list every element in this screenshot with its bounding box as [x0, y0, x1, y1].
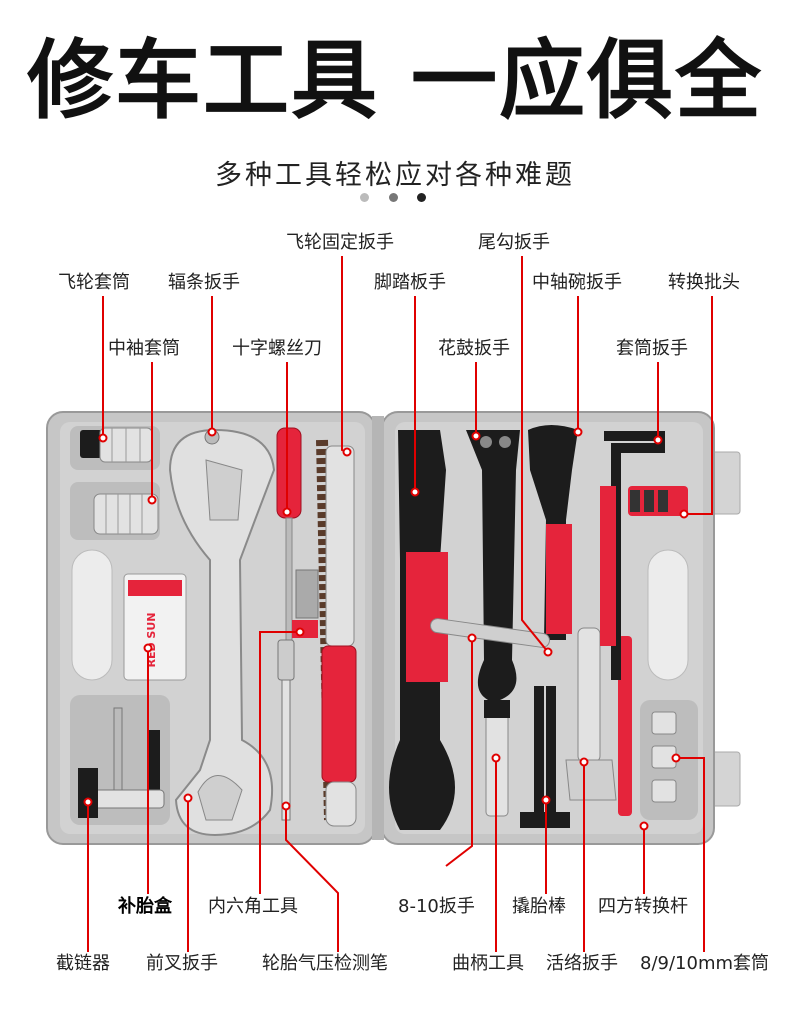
flywheel-fix-wrench-tool — [316, 439, 357, 827]
label-crank-tool: 曲柄工具 — [452, 953, 524, 974]
leader-tire-gauge — [285, 806, 339, 952]
label-socket-wrench: 套筒扳手 — [616, 338, 688, 359]
label-spoke-wrench: 辐条扳手 — [168, 272, 240, 293]
label-hub-wrench: 花鼓扳手 — [438, 338, 510, 359]
label-hook-wrench: 尾勾扳手 — [478, 232, 550, 253]
phillips-screwdriver-tool — [276, 427, 302, 669]
bb-cup-wrench-tool — [528, 425, 578, 640]
chain-breaker-tool — [78, 707, 165, 818]
label-flywheel-fix-wrench: 飞轮固定扳手 — [286, 232, 394, 253]
adjustable-wrench-tool — [565, 627, 617, 801]
page-title: 修车工具 一应俱全 — [27, 31, 763, 131]
leader-end-dots — [83, 427, 689, 831]
label-wrench-8-10: 8-10扳手 — [398, 896, 475, 917]
label-fork-wrench: 前叉扳手 — [146, 953, 218, 974]
label-hex-tool: 内六角工具 — [208, 896, 298, 917]
label-tire-gauge: 轮胎气压检测笔 — [262, 953, 388, 974]
patch-box-print: RED SUN — [145, 612, 158, 667]
label-chain-breaker: 截链器 — [56, 953, 110, 974]
label-flywheel-socket: 飞轮套筒 — [58, 272, 130, 293]
leader-sockets-mm — [676, 757, 705, 952]
pedal-wrench-tool — [389, 430, 455, 830]
pager-dot-3[interactable] — [417, 193, 426, 202]
pager-dot-1[interactable] — [360, 193, 369, 202]
leader-hex — [259, 631, 300, 894]
label-bb-socket: 中袖套筒 — [108, 338, 180, 359]
label-bb-cup-wrench: 中轴碗扳手 — [532, 272, 622, 293]
bb-socket-tool — [93, 493, 159, 535]
label-tire-lever: 撬胎棒 — [512, 896, 566, 917]
tire-gauge-tool — [277, 639, 295, 821]
page-subtitle: 多种工具轻松应对各种难题 — [215, 160, 575, 191]
square-adapter-tool — [618, 636, 632, 816]
leader-8-10 — [445, 638, 473, 867]
patch-box: RED SUN — [123, 573, 187, 681]
pager-dot-2[interactable] — [389, 193, 398, 202]
wrench-8-10-tool — [430, 618, 550, 648]
leader-adapter-bits — [684, 296, 713, 515]
leader-lines — [87, 256, 713, 952]
adapter-bits-tool — [628, 486, 688, 516]
socket-wrench-tool — [600, 431, 665, 680]
label-square-adapter: 四方转换杆 — [598, 896, 688, 917]
fork-wrench-tool — [168, 428, 276, 837]
sockets-mm-tool — [651, 711, 677, 803]
leader-hook-wrench — [521, 256, 549, 653]
label-adjustable-wrench: 活络扳手 — [546, 953, 618, 974]
label-patch-kit: 补胎盒 — [118, 896, 172, 917]
label-phillips: 十字螺丝刀 — [232, 338, 322, 359]
label-adapter-bits: 转换批头 — [668, 272, 740, 293]
label-sockets-mm: 8/9/10mm套筒 — [640, 953, 770, 974]
flywheel-socket-tool — [80, 427, 153, 463]
pager-dots — [360, 193, 430, 203]
label-pedal-wrench: 脚踏板手 — [374, 272, 446, 293]
hex-key-tool — [292, 569, 319, 638]
